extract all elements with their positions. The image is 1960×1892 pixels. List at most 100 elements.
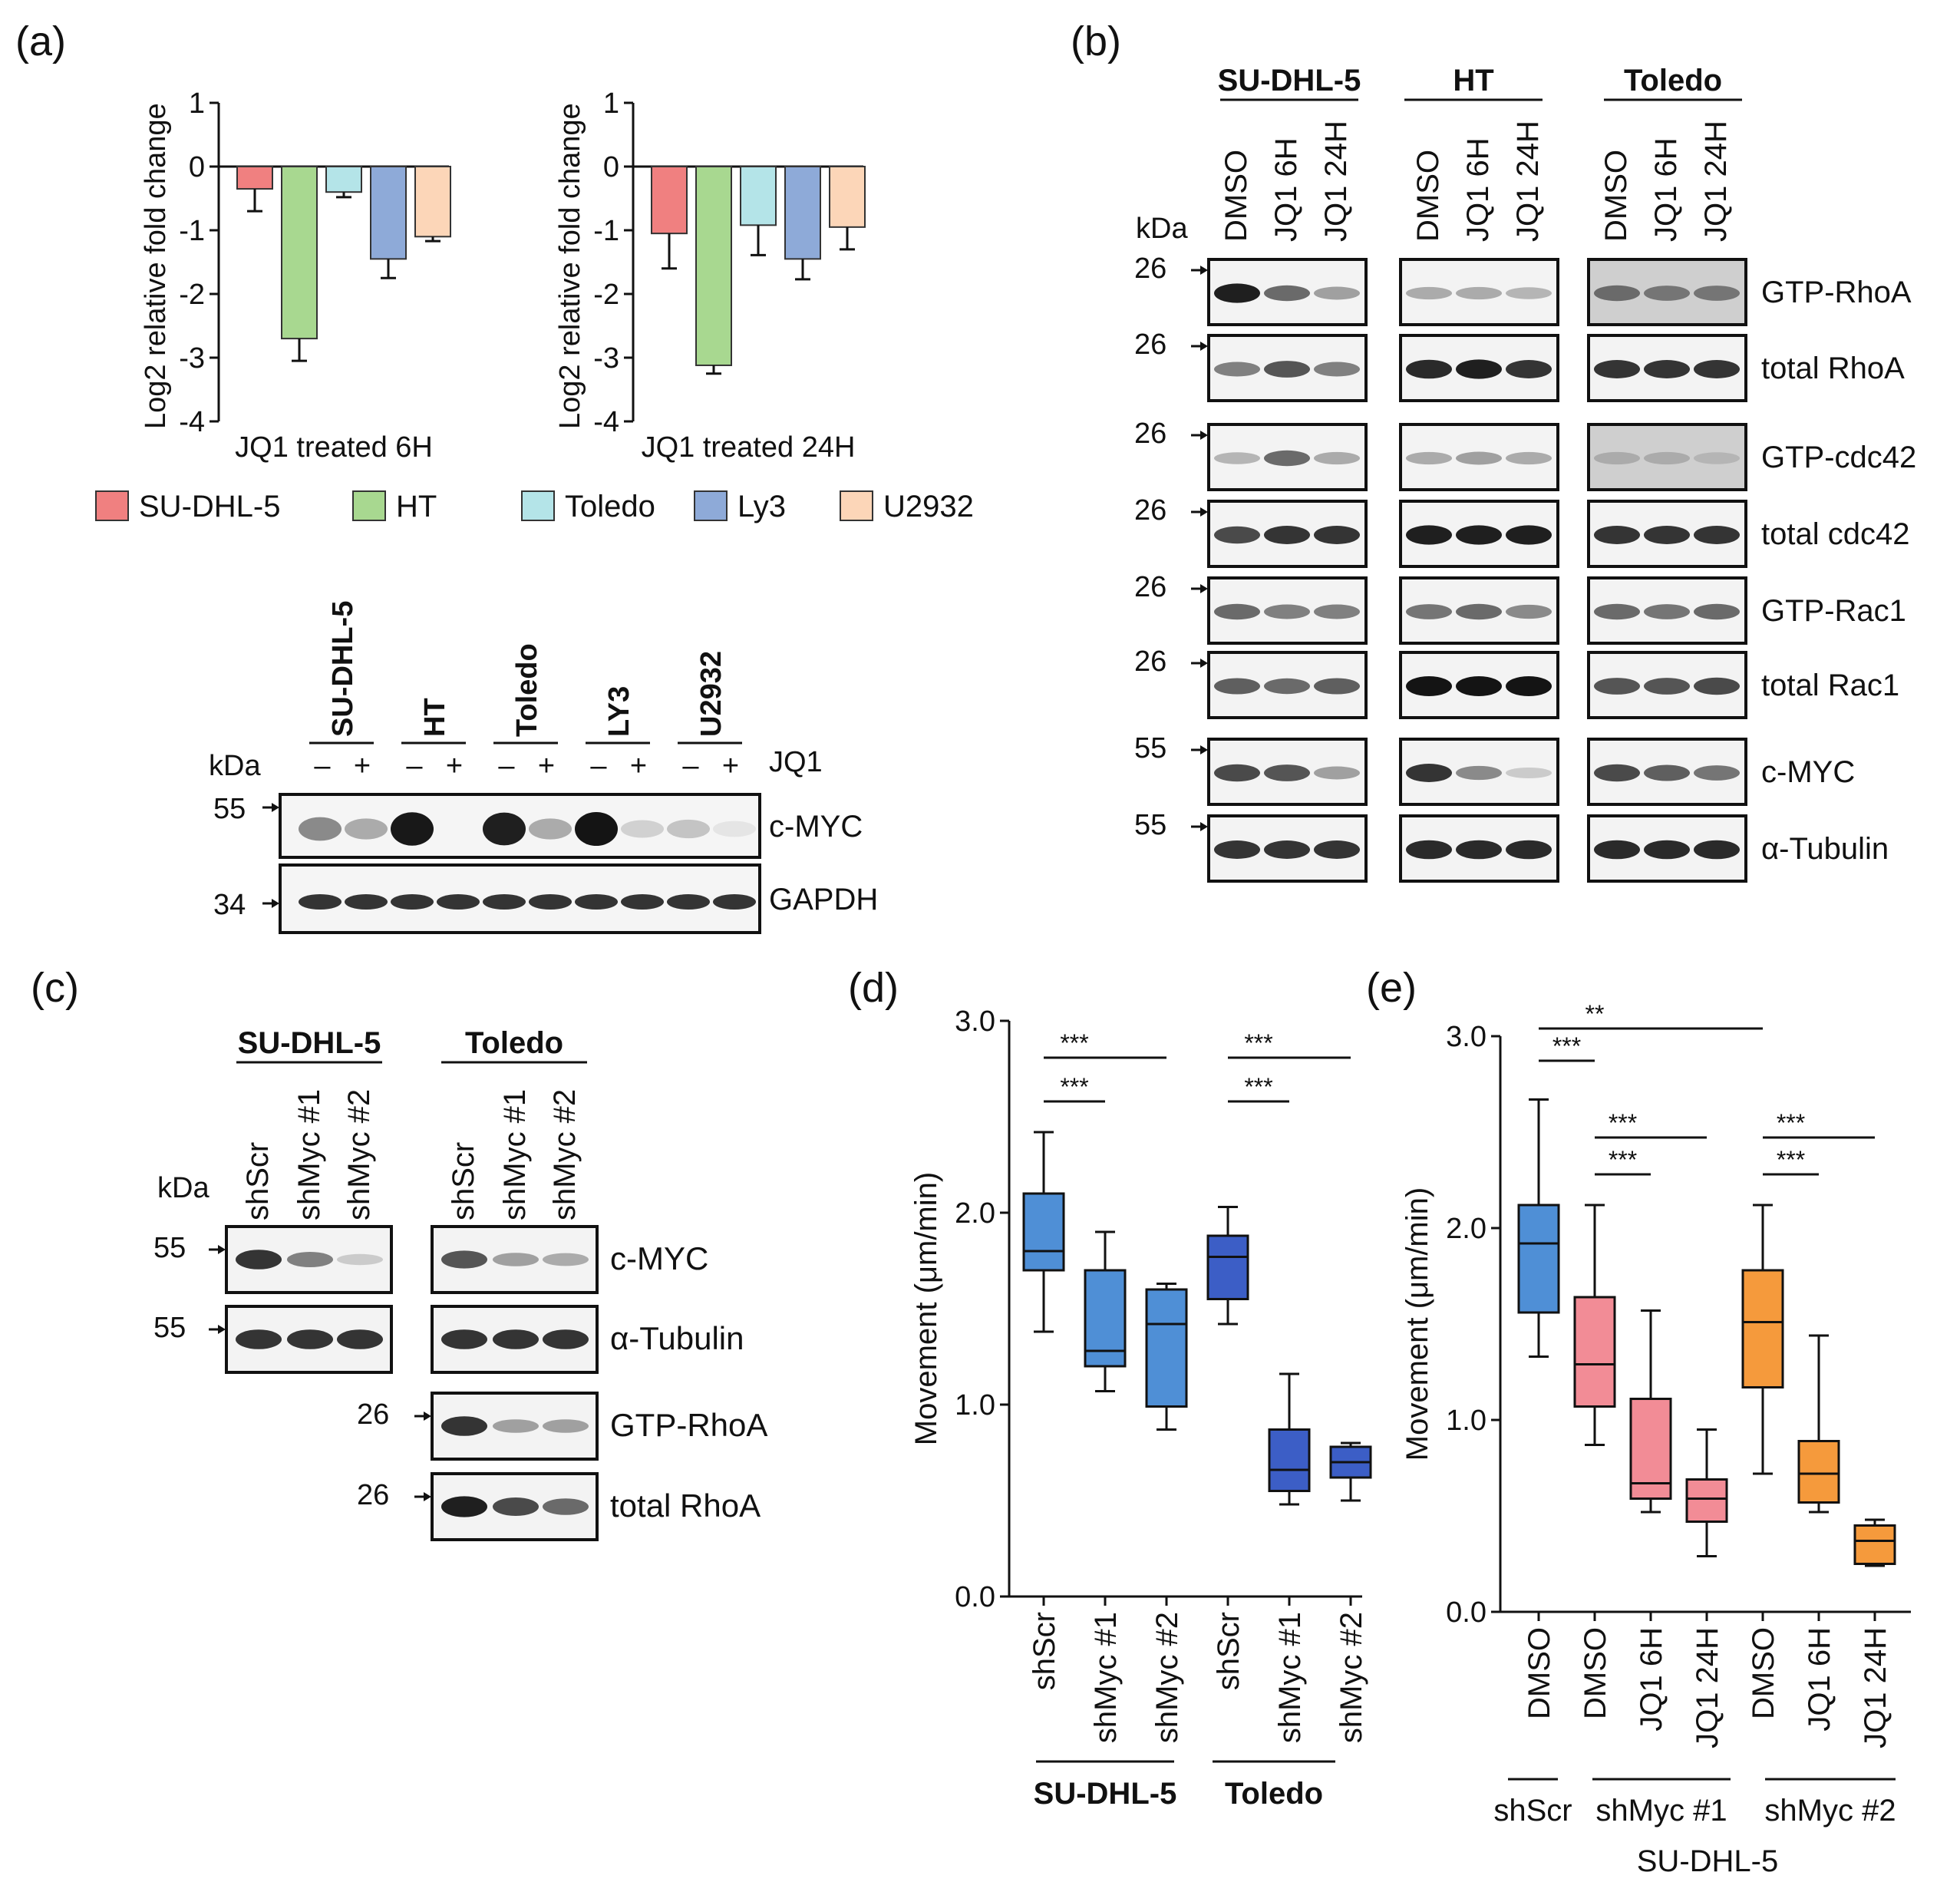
y-tick-label: 3.0 <box>955 1005 995 1038</box>
band <box>1594 840 1640 860</box>
treatment-sign: + <box>630 750 647 782</box>
group-label: Toledo <box>1225 1777 1323 1811</box>
kda-label: kDa <box>209 750 261 782</box>
marker-arrow-head <box>1200 745 1208 754</box>
lane-label: DMSO <box>1219 150 1253 242</box>
bar <box>651 166 688 235</box>
treatment-sign: + <box>354 750 371 782</box>
significance-label: *** <box>1244 1073 1272 1101</box>
band <box>1314 526 1360 544</box>
protein-label: α-Tubulin <box>610 1320 744 1356</box>
x-tick-label: shMyc #2 <box>1150 1612 1184 1743</box>
marker-label: 26 <box>1134 571 1166 603</box>
band <box>1506 767 1552 779</box>
band <box>1264 604 1310 619</box>
lane-label: JQ1 24H <box>1699 121 1733 242</box>
marker-label: 26 <box>1134 494 1166 527</box>
band <box>493 1329 539 1349</box>
protein-label: total Rac1 <box>1761 669 1899 702</box>
y-tick-label: -4 <box>179 406 205 438</box>
lane-label: DMSO <box>1599 150 1633 242</box>
y-axis-title: Movement (μm/min) <box>909 1172 943 1445</box>
cell-line-header: HT <box>1453 64 1493 97</box>
band <box>667 894 710 910</box>
band <box>621 820 664 838</box>
band <box>713 894 756 910</box>
band <box>1314 766 1360 780</box>
x-axis-title: JQ1 treated 24H <box>642 431 856 464</box>
legend-label: HT <box>396 490 437 523</box>
protein-label: total RhoA <box>1761 352 1905 385</box>
band <box>1264 361 1310 378</box>
bar <box>325 166 362 193</box>
kda-label: kDa <box>1136 213 1188 245</box>
band <box>1314 604 1360 619</box>
band <box>1406 604 1452 619</box>
marker-arrow-head <box>1200 584 1208 593</box>
band <box>345 894 388 910</box>
marker-arrow-head <box>218 1325 226 1334</box>
marker-label: 26 <box>357 1398 389 1431</box>
band <box>1506 287 1552 299</box>
lane-label: shMyc #2 <box>342 1089 376 1220</box>
band <box>1694 360 1740 378</box>
band <box>493 1253 539 1266</box>
band <box>1694 452 1740 464</box>
y-tick-label: 3.0 <box>1446 1021 1486 1053</box>
protein-label: c-MYC <box>610 1240 708 1276</box>
band <box>1594 603 1640 620</box>
panel-label-b: (b) <box>1071 18 1121 64</box>
band <box>1594 360 1640 378</box>
band <box>1264 526 1310 544</box>
cell-line-header: SU-DHL-5 <box>1218 64 1361 97</box>
band <box>575 812 618 846</box>
band <box>1456 525 1502 545</box>
marker-arrow-head <box>1200 507 1208 517</box>
band <box>1644 840 1690 860</box>
y-tick-label: 0 <box>603 151 619 183</box>
cell-line-label: Toledo <box>511 643 543 737</box>
marker-label: 55 <box>213 793 246 825</box>
marker-arrow-head <box>1200 266 1208 275</box>
band <box>621 894 664 910</box>
band <box>1694 677 1740 695</box>
cell-line-label: LY3 <box>603 686 635 737</box>
band <box>529 818 572 840</box>
y-tick-label: -1 <box>593 215 619 247</box>
significance-label: *** <box>1060 1029 1088 1057</box>
band <box>1506 604 1552 619</box>
panel-label-c: (c) <box>31 965 79 1011</box>
legend-swatch <box>95 490 129 521</box>
band <box>483 894 526 910</box>
x-tick-label: shMyc #1 <box>1273 1612 1307 1743</box>
band <box>543 1498 589 1515</box>
lane-label: shScr <box>447 1142 480 1220</box>
box <box>1573 1296 1616 1408</box>
box <box>1629 1398 1672 1500</box>
panel-label-a: (a) <box>15 18 66 64</box>
band <box>1314 840 1360 859</box>
box <box>1685 1478 1728 1523</box>
band <box>1456 676 1502 696</box>
band <box>1644 526 1690 544</box>
band <box>441 1496 487 1517</box>
panel-label-e: (e) <box>1366 965 1417 1011</box>
y-tick-label: -4 <box>593 406 619 438</box>
bar <box>236 166 273 190</box>
band <box>543 1329 589 1349</box>
lane-label: JQ1 6H <box>1461 137 1495 242</box>
box <box>1853 1524 1896 1565</box>
band <box>1214 840 1260 859</box>
band <box>337 1329 383 1349</box>
bar <box>281 166 318 340</box>
treatment-sign: + <box>538 750 555 782</box>
y-tick-label: 0.0 <box>955 1581 995 1613</box>
band <box>1264 678 1310 695</box>
y-tick-label: -2 <box>593 279 619 311</box>
marker-arrow-head <box>1200 342 1208 351</box>
